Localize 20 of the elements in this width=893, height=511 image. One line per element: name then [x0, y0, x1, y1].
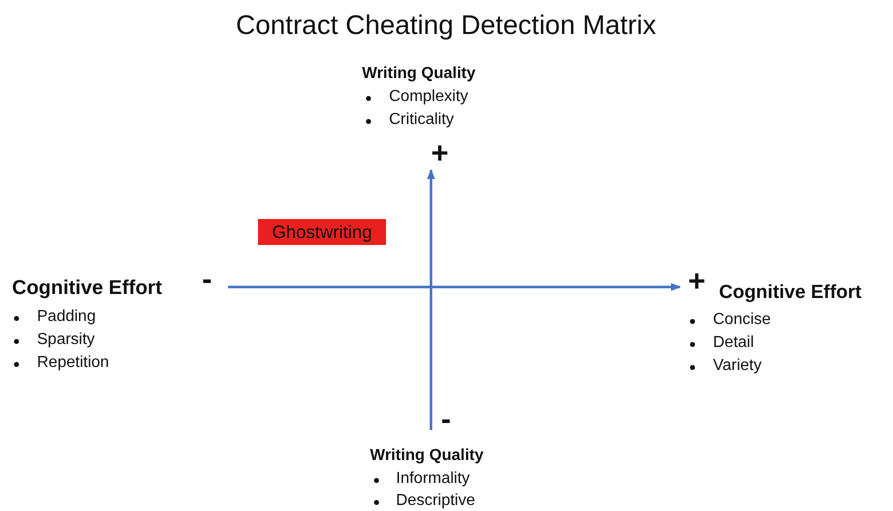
- sign-label: +: [431, 137, 449, 172]
- list-item: Detail: [713, 334, 754, 352]
- title: Contract Cheating Detection Matrix: [236, 10, 656, 42]
- list-item: Descriptive: [396, 492, 476, 510]
- list-item: Informality: [396, 470, 470, 488]
- sign-label: -: [441, 403, 451, 438]
- list-item: Complexity: [389, 88, 468, 106]
- list-item: Variety: [713, 357, 762, 376]
- sign-label: -: [202, 263, 212, 298]
- axis-heading: Cognitive Effort: [719, 282, 862, 304]
- axis-heading: Writing Quality: [362, 65, 476, 84]
- axis-heading: Writing Quality: [370, 447, 484, 466]
- list-item: Padding: [37, 308, 96, 326]
- list-item: Criticality: [389, 111, 454, 130]
- highlight-box: Ghostwriting: [258, 219, 386, 245]
- list-item: Concise: [713, 311, 771, 330]
- list-item: Repetition: [37, 354, 110, 372]
- axis-heading: Cognitive Effort: [12, 277, 162, 300]
- sign-label: +: [688, 265, 706, 300]
- list-item: Sparsity: [37, 331, 95, 350]
